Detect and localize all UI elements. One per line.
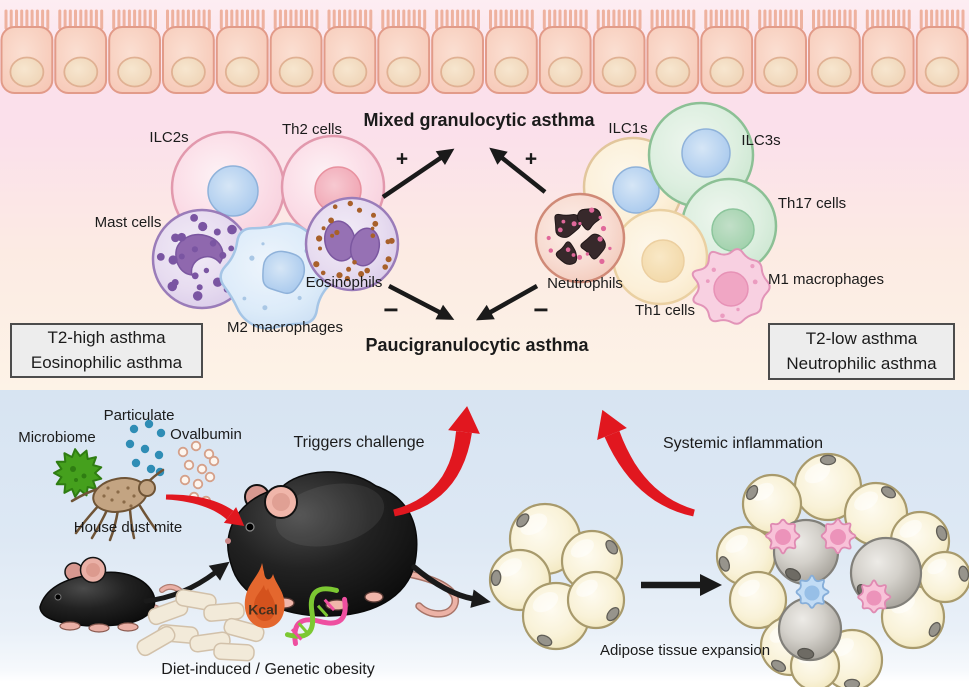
triggers-group — [53, 419, 220, 507]
kcal-label: Kcal — [248, 601, 278, 618]
microbiome-label: Microbiome — [18, 428, 96, 446]
t2-low-asthma-box: T2-low asthma Neutrophilic asthma — [768, 323, 955, 380]
house-dust-mite-illustration — [70, 468, 165, 542]
airway-epithelium — [0, 9, 969, 94]
ilc1s-label: ILC1s — [608, 119, 648, 137]
neutrophilic-asthma-line: Neutrophilic asthma — [786, 353, 937, 373]
th2-cells-label: Th2 cells — [281, 120, 343, 138]
dna-icon — [284, 586, 348, 647]
minus-sign-right: − — [533, 294, 549, 325]
t2-high-asthma-box: T2-high asthma Eosinophilic asthma — [10, 323, 203, 378]
plus-sign-right: + — [524, 147, 538, 171]
minus-sign-left: − — [383, 294, 399, 325]
th1-cells-label: Th1 cells — [634, 301, 696, 319]
ovalbumin-label: Ovalbumin — [170, 425, 242, 443]
microbiome-icon — [53, 448, 103, 498]
mixed-granulocytic-asthma-label: Mixed granulocytic asthma — [363, 110, 595, 131]
ilc2s-label: ILC2s — [149, 128, 189, 146]
paucigranulocytic-asthma-label: Paucigranulocytic asthma — [365, 335, 589, 356]
triggers-challenge-label: Triggers challenge — [293, 434, 425, 452]
m1-macrophages-label: M1 macrophages — [768, 270, 884, 288]
mast-cells-label: Mast cells — [94, 213, 162, 231]
m2-macrophages-label: M2 macrophages — [227, 318, 343, 336]
t2-high-cell-cluster — [151, 130, 400, 330]
adipose-expansion-label: Adipose tissue expansion — [599, 641, 771, 659]
neutrophils-label: Neutrophils — [547, 274, 623, 292]
particulate-label: Particulate — [103, 406, 175, 424]
conversion-arrows — [381, 147, 547, 321]
plus-sign-left: + — [395, 147, 409, 171]
t2-low-asthma-line: T2-low asthma — [805, 328, 918, 348]
house-dust-mite-label: House dust mite — [73, 518, 183, 536]
systemic-inflammation-label: Systemic inflammation — [662, 435, 824, 453]
th17-cells-label: Th17 cells — [777, 194, 847, 212]
eosinophils-label: Eosinophils — [305, 273, 383, 291]
flow-arrows — [411, 564, 722, 608]
t2-low-cell-cluster — [534, 101, 778, 325]
adipose-cluster-expanded — [715, 452, 969, 687]
ilc3s-label: ILC3s — [741, 131, 781, 149]
diet-genetic-obesity-label: Diet-induced / Genetic obesity — [161, 661, 375, 679]
adipose-cluster-small — [488, 502, 626, 651]
t2-high-asthma-line: T2-high asthma — [47, 327, 166, 347]
red-arrows — [165, 406, 695, 527]
eosinophilic-asthma-line: Eosinophilic asthma — [30, 352, 183, 372]
obesity-group — [136, 563, 348, 662]
